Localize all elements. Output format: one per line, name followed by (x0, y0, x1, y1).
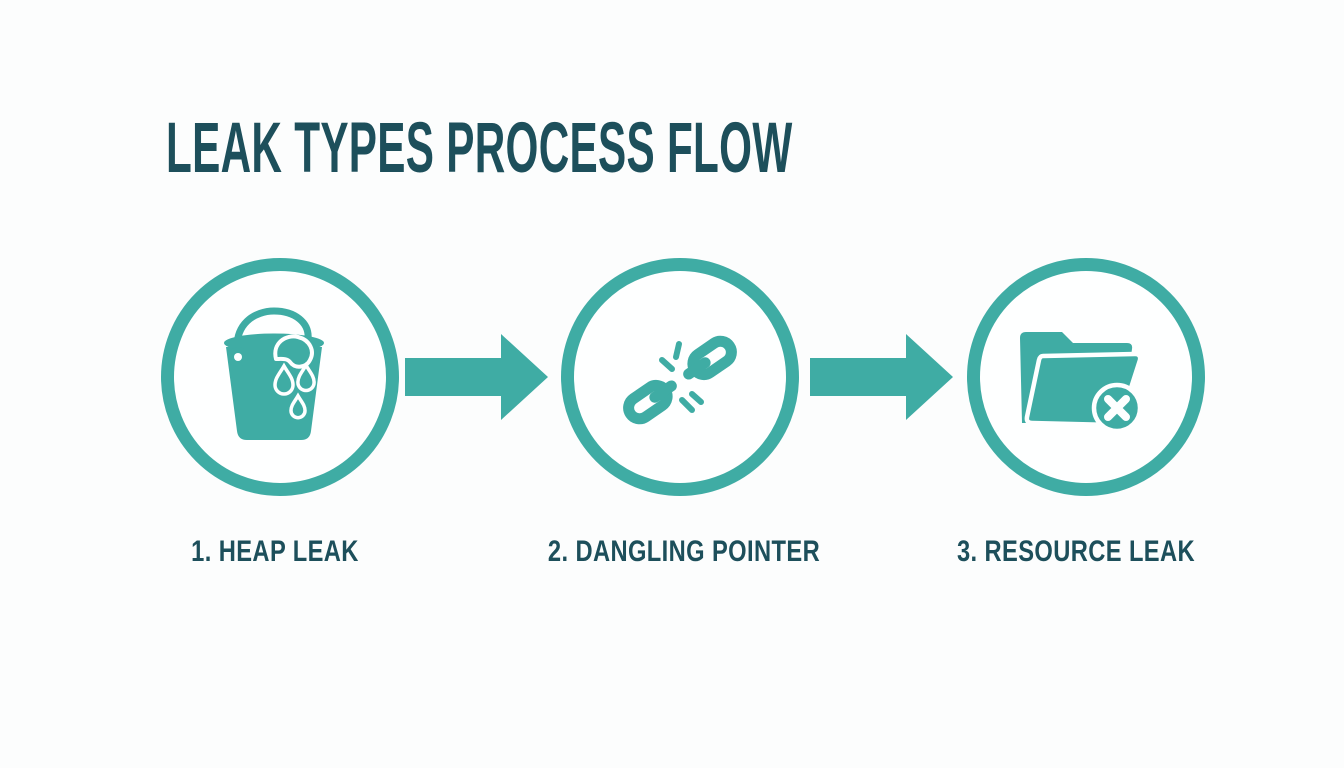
folder-error-icon (1020, 332, 1143, 434)
step-label-resource-leak: 3. RESOURCE LEAK (956, 535, 1196, 568)
arrow-right-icon (810, 334, 953, 420)
page-title: LEAK TYPES PROCESS FLOW (166, 109, 793, 188)
bucket-leak-icon (224, 307, 324, 440)
error-badge (1091, 382, 1143, 434)
broken-chain-icon (623, 335, 737, 425)
arrow-right-icon (405, 334, 548, 420)
step-label-dangling-pointer: 2. DANGLING POINTER (547, 535, 821, 568)
step-label-heap-leak: 1. HEAP LEAK (191, 535, 359, 568)
